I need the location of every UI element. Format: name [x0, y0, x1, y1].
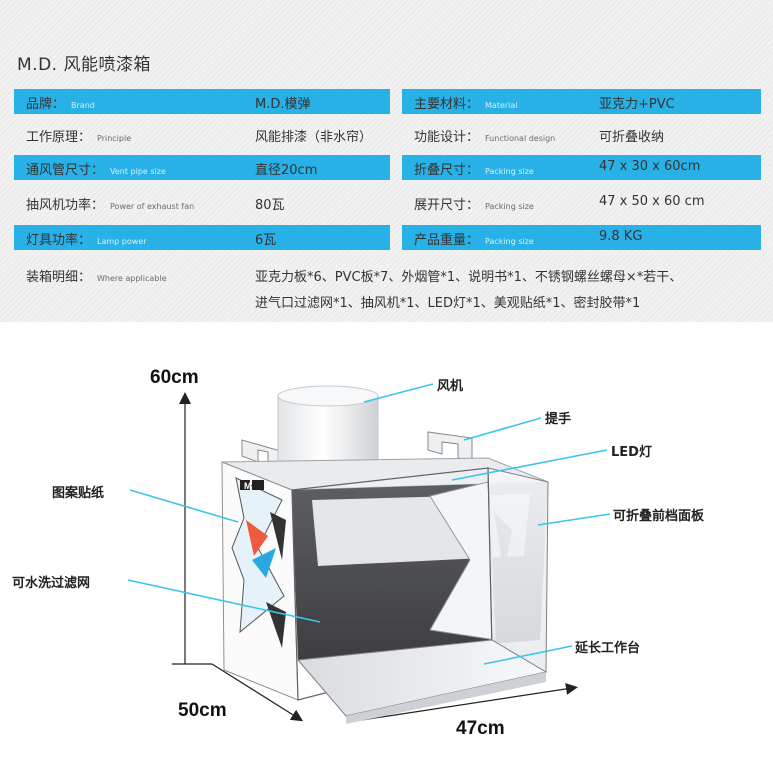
spec-value: 9.8 KG: [599, 229, 643, 244]
spec-label-en: Where applicable: [97, 274, 167, 283]
spec-row-fan-power: 抽风机功率： Power of exhaust fan 80瓦: [14, 190, 390, 215]
spec-label: 装箱明细：: [26, 270, 92, 285]
spec-label: 产品重量：: [414, 233, 480, 248]
spec-row-material: 主要材料： Material 亚克力+PVC: [402, 89, 761, 114]
spec-value: 亚克力+PVC: [599, 97, 675, 112]
spec-value: 80瓦: [255, 198, 285, 213]
spec-label-en: Packing size: [485, 202, 534, 211]
spec-row-design: 功能设计： Functional design 可折叠收纳: [402, 122, 761, 147]
height-dimension: 60cm: [150, 367, 199, 388]
spec-value: 47 x 50 x 60 cm: [599, 194, 705, 209]
product-title: M.D. 风能喷漆箱: [17, 55, 151, 75]
spec-label: 工作原理：: [26, 130, 92, 145]
spec-row-principle: 工作原理： Principle 风能排漆（非水帘）: [14, 122, 390, 147]
spec-label: 抽风机功率：: [26, 198, 105, 213]
spec-value: 可折叠收纳: [599, 130, 665, 145]
packing-list-line2: 进气口过滤网*1、抽风机*1、LED灯*1、美观贴纸*1、密封胶带*1: [255, 296, 641, 311]
packing-list-line1: 亚克力板*6、PVC板*7、外烟管*1、说明书*1、不锈钢螺丝螺母×*若干、: [255, 270, 683, 285]
callout-filter: 可水洗过滤网: [12, 576, 91, 591]
spec-value: 风能排漆（非水帘）: [255, 130, 373, 145]
spec-label-en: Principle: [97, 134, 132, 143]
callout-table: 延长工作台: [575, 641, 641, 656]
spec-label: 功能设计：: [414, 130, 480, 145]
spec-label-en: Functional design: [485, 134, 556, 143]
spec-value: M.D.模弹: [255, 97, 311, 112]
spec-label-en: Material: [485, 101, 518, 110]
spec-row-lamp: 灯具功率： Lamp power 6瓦: [14, 225, 390, 250]
spec-panel: M.D. 风能喷漆箱 品牌： Brand M.D.模弹 主要材料： Material…: [0, 0, 773, 322]
spec-value: 直径20cm: [255, 163, 318, 178]
width-dimension: 47cm: [456, 718, 505, 739]
callout-fan: 风机: [437, 379, 464, 394]
callout-handle: 提手: [545, 412, 572, 427]
spec-label-en: Power of exhaust fan: [110, 202, 195, 211]
spec-row-weight: 产品重量： Packing size 9.8 KG: [402, 225, 761, 250]
spec-label-en: Vent pipe size: [110, 167, 166, 176]
spec-label-en: Packing size: [485, 237, 534, 246]
spec-row-vent: 通风管尺寸： Vent pipe size 直径20cm: [14, 155, 390, 180]
spec-label: 通风管尺寸：: [26, 163, 105, 178]
callout-led: LED灯: [611, 445, 652, 460]
spec-value: 6瓦: [255, 233, 277, 248]
spec-value: 47 x 30 x 60cm: [599, 159, 701, 174]
spec-row-unfolded: 展开尺寸： Packing size 47 x 50 x 60 cm: [402, 190, 761, 215]
spec-row-brand: 品牌： Brand M.D.模弹: [14, 89, 390, 114]
right-folding-panel: [429, 481, 497, 641]
spec-label: 展开尺寸：: [414, 198, 480, 213]
dimension-lines: [172, 392, 578, 722]
spec-label-en: Packing size: [485, 167, 534, 176]
spec-label: 灯具功率：: [26, 233, 92, 248]
front-panel: [487, 467, 549, 673]
product-illustration: M: [127, 383, 611, 724]
spec-label-en: Lamp power: [97, 237, 147, 246]
spec-row-packing: 装箱明细： Where applicable: [14, 262, 390, 287]
right-handle: [427, 431, 473, 461]
spec-label: 主要材料：: [414, 97, 480, 112]
spec-label: 折叠尺寸：: [414, 163, 480, 178]
spec-row-folded: 折叠尺寸： Packing size 47 x 30 x 60cm: [402, 155, 761, 180]
depth-dimension: 50cm: [178, 700, 227, 721]
callout-front-panel: 可折叠前档面板: [613, 509, 705, 524]
callout-sticker: 图案贴纸: [52, 486, 105, 501]
spec-label-en: Brand: [71, 101, 95, 110]
spec-label: 品牌：: [26, 97, 66, 112]
logo-mark: M: [244, 481, 252, 491]
callout-lines: [127, 383, 611, 665]
